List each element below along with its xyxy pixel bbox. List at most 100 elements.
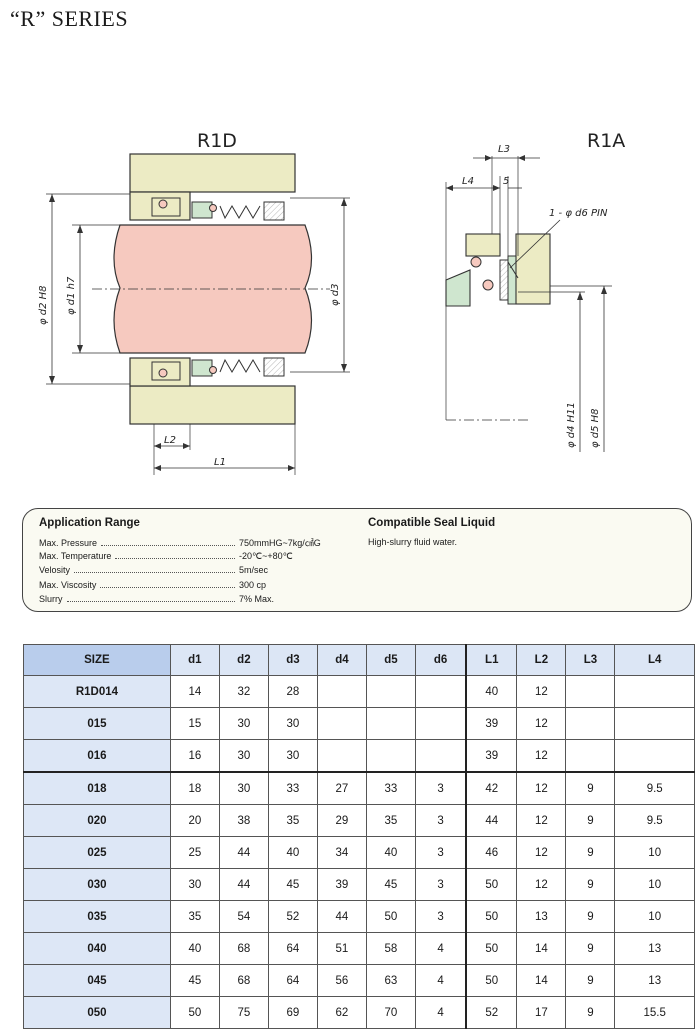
value-cell: 50 bbox=[465, 964, 518, 997]
size-cell: 015 bbox=[23, 707, 171, 740]
value-cell: 44 bbox=[218, 836, 269, 869]
value-cell: 15 bbox=[169, 707, 220, 740]
dim-l2: L2 bbox=[164, 435, 176, 446]
value-cell: 70 bbox=[365, 996, 416, 1029]
value-cell: 14 bbox=[516, 964, 567, 997]
value-cell: 40 bbox=[267, 836, 318, 869]
value-cell bbox=[365, 675, 416, 708]
value-cell: 33 bbox=[267, 771, 318, 805]
spec-label: Max. Viscosity bbox=[39, 579, 97, 590]
dim-d1: φ d1 h7 bbox=[66, 276, 77, 315]
value-cell: 3 bbox=[414, 804, 467, 837]
spec-list: Max. Pressure 750mmHG~7kg/㎠G Max. Temper… bbox=[39, 536, 359, 609]
value-cell: 13 bbox=[516, 900, 567, 933]
spec-label: Velosity bbox=[39, 565, 71, 575]
column-header-l4: L4 bbox=[614, 644, 695, 676]
spec-row: Max. Temperature -20℃~+80℃ bbox=[39, 551, 359, 566]
value-cell: 39 bbox=[465, 707, 518, 740]
dim-l3: L3 bbox=[498, 144, 510, 155]
column-header-l3: L3 bbox=[565, 644, 616, 676]
value-cell: 40 bbox=[465, 675, 518, 708]
value-cell bbox=[614, 739, 695, 773]
value-cell: 69 bbox=[267, 996, 318, 1029]
size-cell: 035 bbox=[23, 900, 171, 933]
dim-5: 5 bbox=[503, 176, 509, 187]
value-cell: 9 bbox=[565, 996, 616, 1029]
value-cell: 44 bbox=[218, 868, 269, 901]
value-cell: 4 bbox=[414, 996, 467, 1029]
value-cell: 64 bbox=[267, 932, 318, 965]
value-cell bbox=[565, 675, 616, 708]
size-cell: 018 bbox=[23, 771, 171, 805]
value-cell: 45 bbox=[267, 868, 318, 901]
value-cell: 10 bbox=[614, 868, 695, 901]
value-cell: 10 bbox=[614, 836, 695, 869]
column-header-d3: d3 bbox=[267, 644, 318, 676]
size-cell: 025 bbox=[23, 836, 171, 869]
value-cell: 68 bbox=[218, 932, 269, 965]
value-cell: 15.5 bbox=[614, 996, 695, 1029]
column-header-d4: d4 bbox=[316, 644, 367, 676]
value-cell: 9 bbox=[565, 964, 616, 997]
value-cell: 50 bbox=[465, 900, 518, 933]
value-cell: 39 bbox=[316, 868, 367, 901]
value-cell: 10 bbox=[614, 900, 695, 933]
value-cell: 9 bbox=[565, 868, 616, 901]
housing-top bbox=[129, 153, 296, 193]
dotted-leader bbox=[74, 572, 235, 573]
value-cell: 40 bbox=[169, 932, 220, 965]
value-cell: 3 bbox=[414, 771, 467, 805]
spec-row: Velosity 5m/sec bbox=[39, 565, 359, 580]
value-cell: 12 bbox=[516, 675, 567, 708]
value-cell: 34 bbox=[316, 836, 367, 869]
value-cell: 54 bbox=[218, 900, 269, 933]
size-cell: 050 bbox=[23, 996, 171, 1029]
value-cell: 12 bbox=[516, 771, 567, 805]
column-header-d2: d2 bbox=[218, 644, 269, 676]
value-cell: 4 bbox=[414, 932, 467, 965]
value-cell: 9 bbox=[565, 932, 616, 965]
value-cell bbox=[414, 707, 467, 740]
value-cell: 9.5 bbox=[614, 804, 695, 837]
dim-d2: φ d2 H8 bbox=[38, 285, 49, 325]
spec-row: Max. Pressure 750mmHG~7kg/㎠G bbox=[39, 536, 359, 551]
column-header-d6: d6 bbox=[414, 644, 467, 676]
value-cell: 56 bbox=[316, 964, 367, 997]
value-cell: 58 bbox=[365, 932, 416, 965]
dim-d3: φ d3 bbox=[330, 284, 341, 307]
dim-d5: φ d5 H8 bbox=[590, 408, 601, 448]
value-cell: 13 bbox=[614, 932, 695, 965]
value-cell: 52 bbox=[267, 900, 318, 933]
value-cell bbox=[316, 739, 367, 773]
value-cell: 50 bbox=[465, 868, 518, 901]
value-cell bbox=[414, 739, 467, 773]
value-cell: 30 bbox=[218, 771, 269, 805]
value-cell bbox=[414, 675, 467, 708]
compatible-liquid-text: High-slurry fluid water. bbox=[368, 537, 458, 547]
spec-label: Slurry bbox=[39, 594, 63, 604]
value-cell bbox=[316, 675, 367, 708]
value-cell: 35 bbox=[267, 804, 318, 837]
value-cell: 62 bbox=[316, 996, 367, 1029]
value-cell: 9 bbox=[565, 771, 616, 805]
spec-value: 300 cp bbox=[239, 579, 267, 590]
spec-row: Slurry 7% Max. bbox=[39, 594, 359, 609]
value-cell: 3 bbox=[414, 836, 467, 869]
spec-value: 750mmHG~7kg/㎠G bbox=[239, 538, 321, 548]
value-cell bbox=[365, 707, 416, 740]
value-cell: 9 bbox=[565, 836, 616, 869]
spec-row: Max. Viscosity 300 cp bbox=[39, 580, 359, 595]
value-cell: 50 bbox=[465, 932, 518, 965]
size-cell: R1D014 bbox=[23, 675, 171, 708]
value-cell: 3 bbox=[414, 868, 467, 901]
value-cell: 30 bbox=[267, 739, 318, 773]
value-cell: 30 bbox=[267, 707, 318, 740]
value-cell bbox=[365, 739, 416, 773]
